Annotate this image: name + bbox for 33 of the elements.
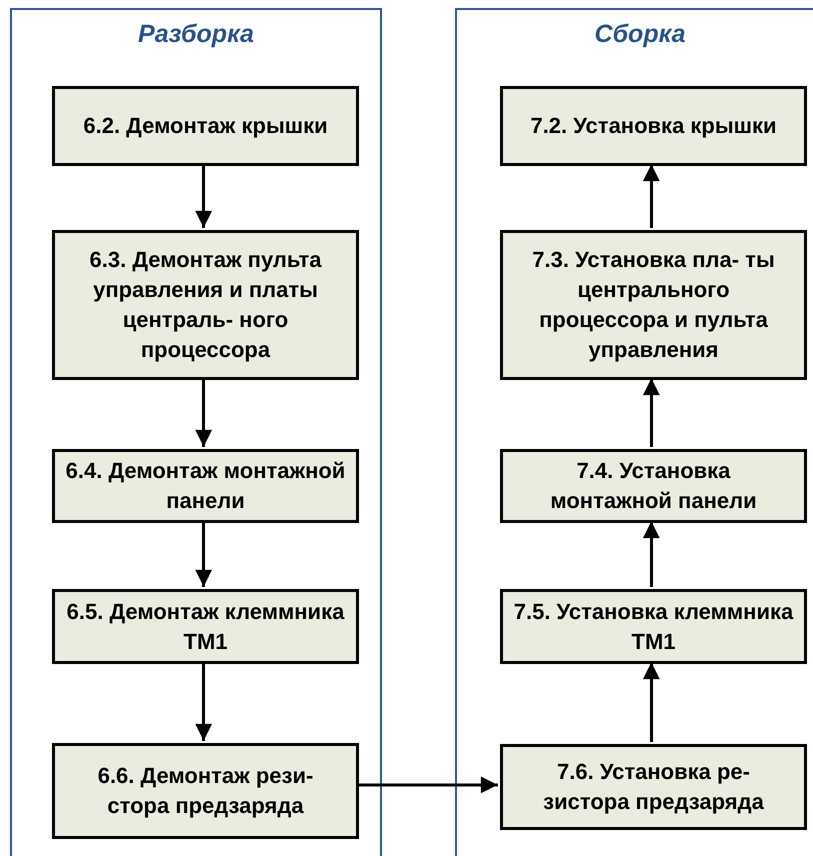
step-label: 7.2. Установка крышки xyxy=(530,112,777,140)
step-label: 6.3. Демонтаж пульта управления и платы централь- ного процессора xyxy=(88,246,323,364)
process-box xyxy=(500,744,807,830)
arrow xyxy=(642,164,660,228)
arrow xyxy=(195,164,212,228)
process-box xyxy=(52,449,359,523)
lane-title: Сборка xyxy=(594,20,686,49)
arrow xyxy=(642,378,660,447)
process-box xyxy=(500,589,807,664)
process-box xyxy=(500,449,807,523)
process-box xyxy=(52,86,359,166)
step-label: 7.4. Установка монтажной панели xyxy=(549,457,758,515)
process-box xyxy=(52,743,359,839)
swimlane xyxy=(10,8,382,856)
arrow xyxy=(357,776,498,794)
lane-title: Разборка xyxy=(137,20,255,49)
process-box xyxy=(52,589,359,664)
arrow xyxy=(195,378,212,447)
process-box xyxy=(500,86,807,166)
step-label: 7.6. Установка ре- зистора предзаряда xyxy=(542,758,765,816)
arrow xyxy=(642,521,660,587)
arrow xyxy=(195,521,212,587)
arrow xyxy=(642,662,660,742)
step-label: 7.3. Установка пла- ты центрального процессора и пульта управления xyxy=(531,246,776,364)
process-box xyxy=(52,230,359,380)
step-label: 6.6. Демонтаж рези- стора предзаряда xyxy=(96,762,314,820)
step-label: 6.5. Демонтаж клеммника ТМ1 xyxy=(66,598,346,656)
step-label: 7.5. Установка клеммника ТМ1 xyxy=(513,598,794,656)
swimlane xyxy=(455,8,813,856)
arrow xyxy=(195,662,212,741)
process-box xyxy=(500,230,807,380)
step-label: 6.4. Демонтаж монтажной панели xyxy=(65,457,346,515)
step-label: 6.2. Демонтаж крышки xyxy=(83,112,328,140)
